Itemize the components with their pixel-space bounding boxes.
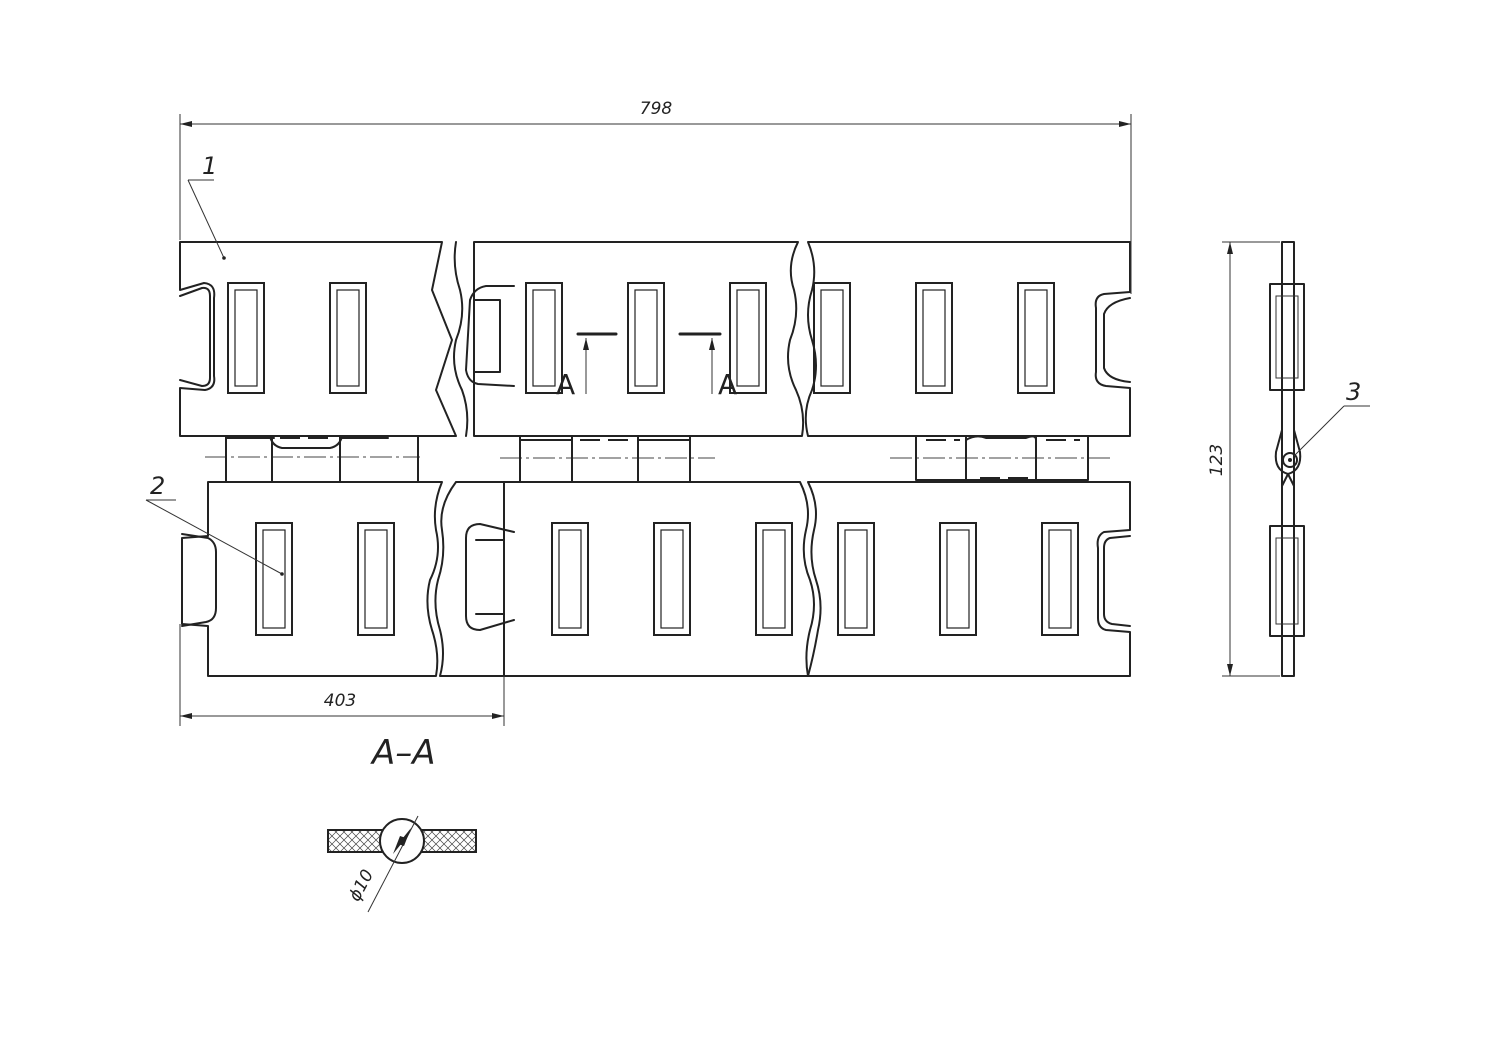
callout-3-label: 3 xyxy=(1346,378,1361,406)
cut-label-left: A xyxy=(556,368,575,401)
dimension-segment-length: 403 xyxy=(179,624,505,726)
connector-left xyxy=(225,435,419,483)
side-view-rod xyxy=(1281,241,1295,677)
bottom-slots xyxy=(255,522,1079,636)
connector-middle xyxy=(519,435,691,483)
cut-label-right: A xyxy=(718,368,737,401)
tongue-right xyxy=(1103,297,1131,383)
bottom-tongue-mid xyxy=(465,523,515,631)
bottom-plate-1-tongue xyxy=(181,533,217,627)
connectors xyxy=(205,435,1110,483)
top-slots xyxy=(227,282,1055,394)
top-plate-2 xyxy=(473,241,805,437)
side-view xyxy=(1269,241,1305,677)
tongue-left xyxy=(179,286,211,387)
dimension-123-label: 123 xyxy=(1207,444,1227,476)
section-title: A–A xyxy=(370,733,436,773)
top-plate-3 xyxy=(804,241,1131,437)
dimension-798-label: 798 xyxy=(640,99,673,119)
hole-diameter-label: ϕ10 xyxy=(345,866,378,904)
top-tongues xyxy=(179,285,1131,387)
top-plate-2-left-edge xyxy=(453,241,469,437)
callout-1: 1 xyxy=(187,152,226,260)
section-a-a: A–A ϕ10 xyxy=(327,733,477,913)
top-plate-1 xyxy=(179,241,457,437)
bottom-row-plates xyxy=(181,481,1131,677)
bottom-plate-1 xyxy=(181,481,443,677)
side-view-lower-block xyxy=(1269,525,1305,637)
side-view-pin xyxy=(1282,452,1298,468)
section-cut-marks: A A xyxy=(556,332,737,401)
callout-3: 3 xyxy=(1293,378,1370,457)
dimension-height: 123 xyxy=(1207,241,1280,677)
side-view-upper-block xyxy=(1269,283,1305,391)
bottom-plate-3 xyxy=(807,481,1131,677)
tongue-mid xyxy=(465,285,515,387)
connector-right xyxy=(915,435,1089,481)
callout-1-label: 1 xyxy=(202,152,217,180)
callout-2-label: 2 xyxy=(150,472,165,500)
dimension-403-label: 403 xyxy=(324,691,356,711)
callout-2: 2 xyxy=(145,472,284,576)
bottom-plate-2 xyxy=(434,481,815,677)
dimension-overall-length: 798 xyxy=(179,99,1132,294)
top-row-plates xyxy=(179,241,1131,437)
tongue-mid-inner xyxy=(473,299,501,373)
